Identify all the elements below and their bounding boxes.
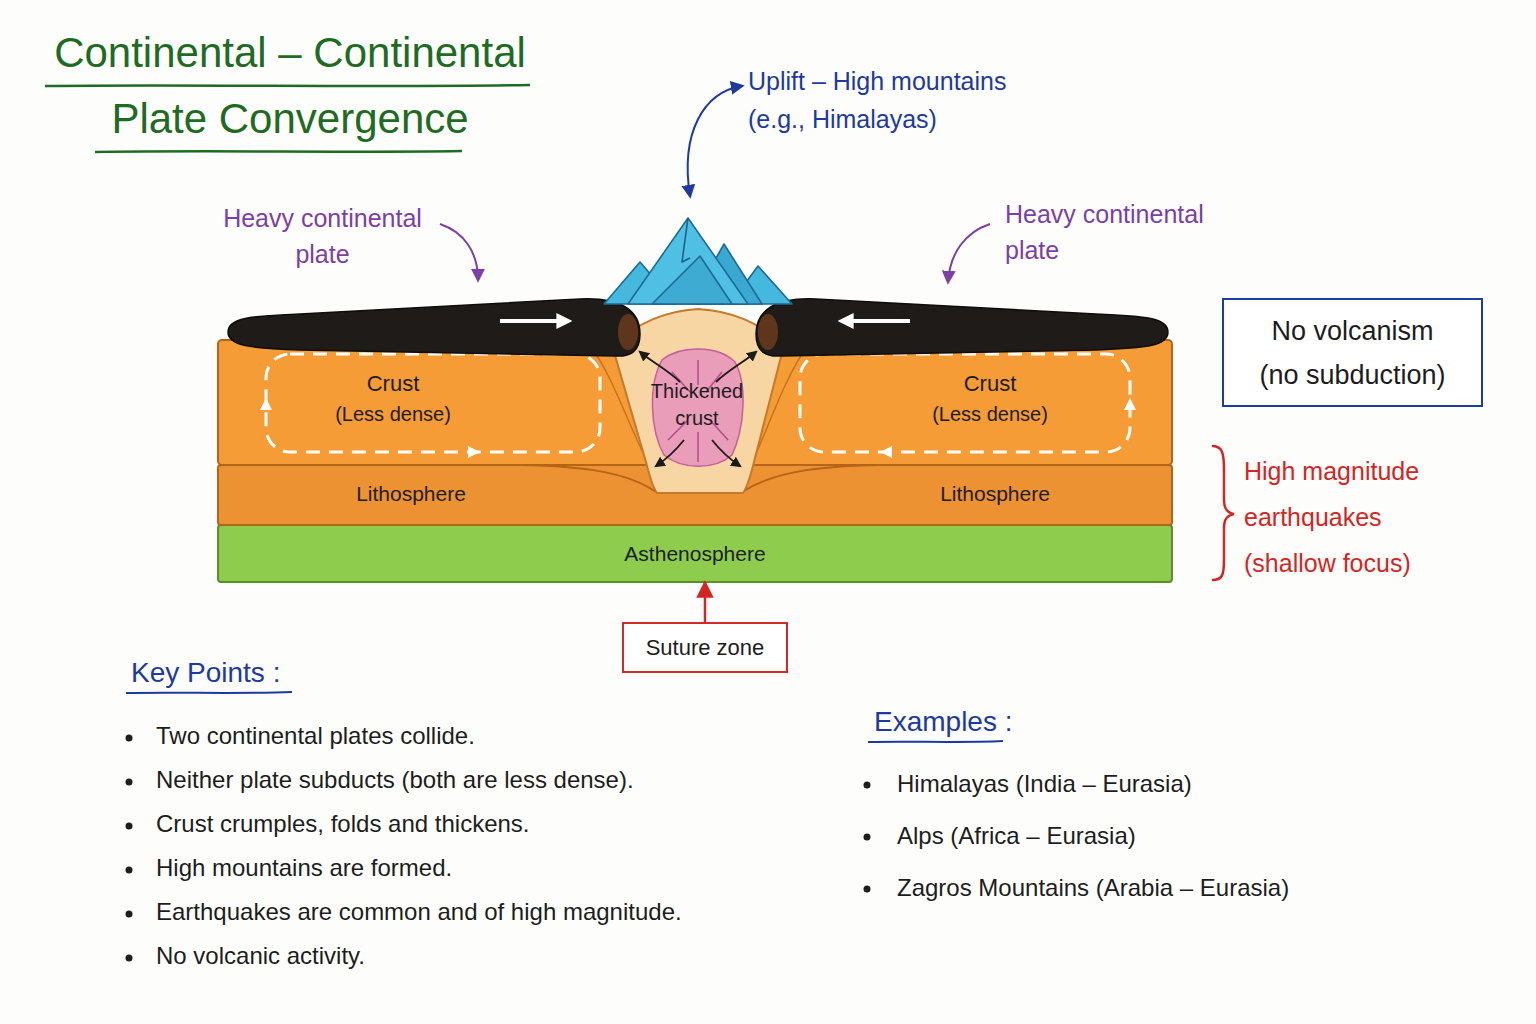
mountain-ridge — [682, 218, 690, 262]
bullet — [126, 779, 133, 786]
bullet — [126, 911, 133, 918]
loop-arrow — [1124, 398, 1136, 410]
note-box: No volcanism(no subduction) — [1222, 298, 1483, 407]
leader-arrow — [440, 224, 478, 280]
section-heading: Examples : — [874, 704, 1174, 740]
bullet — [864, 886, 871, 893]
bullet — [864, 834, 871, 841]
title-underline — [95, 151, 462, 152]
mountain-peak — [628, 218, 748, 304]
mountain-peak — [652, 256, 732, 304]
key-point: No volcanic activity. — [156, 940, 856, 972]
key-point: Two continental plates collide. — [156, 720, 856, 752]
mountain-range — [604, 218, 792, 304]
example-item: Zagros Mountains (Arabia – Eurasia) — [897, 872, 1497, 904]
plate-edge — [758, 314, 778, 350]
bullet — [126, 735, 133, 742]
continental-plate — [756, 299, 1168, 356]
node-sublabel: (Less dense) — [335, 399, 451, 429]
fold-line — [520, 465, 656, 492]
diagram-title: Continental – Continental Plate Converge… — [40, 20, 540, 152]
plate-edge — [618, 314, 638, 350]
node-label: Crust — [964, 369, 1017, 399]
lithosphere-band: Lithosphere — [330, 473, 492, 515]
loop-arrow — [468, 446, 480, 458]
uplift-label: Uplift – High mountains (e.g., Himalayas… — [748, 62, 1018, 138]
stress-arrow — [640, 352, 680, 382]
node-label: Asthenosphere — [624, 540, 765, 568]
key-point: Earthquakes are common and of high magni… — [156, 896, 856, 928]
leader-arrow — [948, 224, 990, 282]
node-label: Lithosphere — [940, 480, 1050, 508]
bullet — [126, 955, 133, 962]
bracket — [1212, 446, 1234, 580]
bullet — [126, 867, 133, 874]
title-underline — [45, 85, 530, 86]
plate-label: Heavy continental plate — [205, 200, 440, 272]
thickened-crust-zone: Thickened crust — [637, 374, 757, 436]
bullet — [864, 782, 871, 789]
leader-arrow — [688, 86, 742, 196]
node-sublabel: (no subduction) — [1259, 353, 1445, 397]
stress-arrow — [712, 440, 740, 466]
suture-zone-box: Suture zone — [622, 622, 788, 673]
node-label: Thickened crust — [637, 378, 757, 432]
loop-arrow — [880, 446, 892, 458]
node-label: Lithosphere — [356, 480, 466, 508]
example-item: Himalayas (India – Eurasia) — [897, 768, 1497, 800]
node-sublabel: (Less dense) — [932, 399, 1048, 429]
convection-loop — [266, 354, 600, 452]
continental-plate — [228, 299, 640, 356]
node-label: Suture zone — [646, 634, 765, 662]
section-heading: Key Points : — [131, 655, 431, 691]
crust-band: Crust(Less dense) — [887, 366, 1093, 432]
node-label: Crust — [367, 369, 420, 399]
earthquake-label: High magnitude earthquakes (shallow focu… — [1244, 448, 1449, 586]
key-point: High mountains are formed. — [156, 852, 856, 884]
connector-arrow — [704, 582, 707, 622]
bullet — [126, 823, 133, 830]
fold-line — [742, 465, 880, 492]
key-point: Neither plate subducts (both are less de… — [156, 764, 856, 796]
asthenosphere-fill — [218, 525, 1172, 582]
motion-arrow — [844, 319, 910, 323]
crust-band: Crust(Less dense) — [290, 366, 496, 432]
lithosphere-band: Lithosphere — [914, 473, 1076, 515]
asthenosphere-band: Asthenosphere — [218, 525, 1172, 582]
bullet-list — [126, 735, 871, 962]
loop-arrow — [260, 398, 272, 410]
heading-underline — [868, 741, 1003, 742]
stress-arrow — [656, 440, 684, 466]
example-item: Alps (Africa – Eurasia) — [897, 820, 1497, 852]
motion-arrow — [500, 319, 566, 323]
node-label: No volcanism — [1271, 309, 1433, 353]
key-point: Crust crumples, folds and thickens. — [156, 808, 856, 840]
plate-label: Heavy continental plate — [1005, 196, 1240, 268]
stress-arrow — [716, 352, 756, 382]
heading-underline — [126, 692, 292, 693]
convection-loop — [800, 354, 1130, 452]
